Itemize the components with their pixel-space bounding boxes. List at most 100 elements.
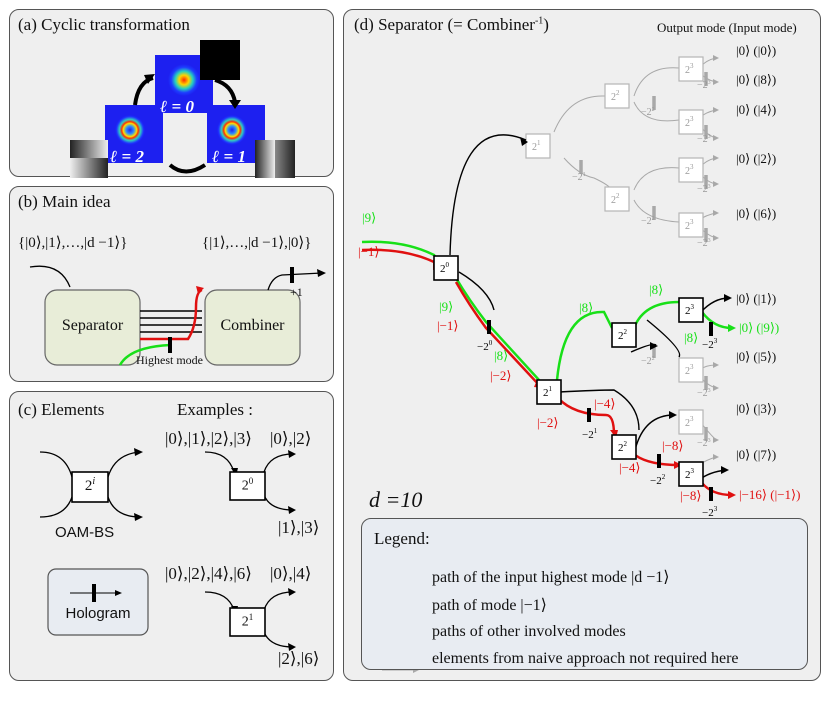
highest-mode-label: Highest mode: [136, 353, 203, 367]
red-label-6: |−8⟩: [662, 438, 684, 453]
panel-d-title: (d) Separator (= Combiner-1): [354, 15, 549, 35]
svg-text:−23: −23: [697, 438, 711, 449]
input-set: {|0⟩,|1⟩,…,|d −1⟩}: [18, 235, 128, 251]
svg-text:21: 21: [543, 385, 553, 399]
output-grey-4: |0⟩ (|6⟩): [736, 206, 777, 221]
green-label-1: |9⟩: [439, 299, 454, 314]
label-l0: ℓ = 0: [160, 97, 194, 116]
example1-output-a: |0⟩,|2⟩: [270, 429, 312, 448]
oam-bs-box: [71, 471, 109, 503]
red-label-5: |−4⟩: [619, 460, 641, 475]
title-sup: -1: [534, 15, 544, 27]
panel-main-idea: (b) Main idea {|0⟩,|1⟩,…,|d −1⟩} {|1⟩,…,…: [9, 186, 334, 382]
svg-text:−23: −23: [702, 337, 718, 351]
green-highest-path: [118, 343, 171, 366]
svg-text:−23: −23: [697, 134, 711, 145]
oam-bs-exp: i: [92, 476, 96, 487]
ex1-base: 2: [241, 478, 249, 494]
svg-text:−22: −22: [650, 473, 666, 487]
example1-input: |0⟩,|1⟩,|2⟩,|3⟩: [165, 429, 252, 448]
output-grey-2: |0⟩ (|4⟩): [736, 102, 777, 117]
output-black-0: |0⟩ (|1⟩): [736, 291, 777, 306]
main-idea-figure: [29, 265, 326, 366]
output-green: |0⟩ (|9⟩): [739, 320, 780, 335]
label-l2: ℓ = 2: [110, 147, 144, 166]
svg-text:22: 22: [618, 328, 628, 342]
legend-item-grey: elements from naive approach not require…: [432, 650, 739, 667]
output-set: {|1⟩,…,|d −1⟩,|0⟩}: [202, 235, 312, 251]
red-label-7: |−8⟩: [680, 488, 702, 503]
panel-b-title: (b) Main idea: [18, 192, 111, 211]
green-label-0: |9⟩: [362, 210, 377, 225]
title-end: ): [543, 15, 549, 34]
svg-text:23: 23: [685, 115, 694, 129]
cyclic-figure: ℓ = 0 ℓ = 2 ℓ = 1: [70, 40, 295, 178]
ex2-exp: 1: [248, 612, 254, 622]
oam-bs-label: 2i: [72, 476, 108, 495]
ex1-exp: 0: [248, 476, 254, 486]
svg-text:−21: −21: [582, 427, 598, 441]
column-header: Output mode (Input mode): [657, 20, 797, 35]
arrow-l0-to-l1: [214, 78, 237, 103]
oam-bs-base: 2: [84, 478, 93, 494]
panel-cyclic-transformation: (a) Cyclic transformation ℓ = 0 ℓ = 2: [9, 9, 334, 178]
example2-output-b: |2⟩,|6⟩: [278, 649, 320, 668]
legend-item-green: path of the input highest mode |d −1⟩: [432, 569, 670, 586]
red-label-1: |−1⟩: [437, 318, 459, 333]
green-label-3: |8⟩: [579, 300, 594, 315]
svg-text:−23: −23: [697, 238, 711, 249]
legend-box: Legend: path of the input highest mode |…: [361, 518, 808, 670]
svg-text:−23: −23: [697, 388, 711, 399]
hologram-box: [47, 568, 149, 636]
example1-box-label: 20: [230, 476, 265, 495]
bs-2-0: [433, 255, 459, 281]
panel-separator: (d) Separator (= Combiner-1) Output mode…: [343, 9, 821, 681]
panel-a-title: (a) Cyclic transformation: [18, 15, 190, 34]
svg-text:23: 23: [685, 62, 694, 76]
svg-text:21: 21: [532, 139, 541, 153]
red-label-2: |−2⟩: [490, 368, 512, 383]
arrow-l1-to-l2: [168, 163, 207, 174]
legend-title: Legend:: [374, 529, 430, 548]
svg-text:22: 22: [611, 192, 620, 206]
svg-text:−22: −22: [641, 107, 655, 118]
svg-text:−20: −20: [477, 339, 493, 353]
combiner-label: Combiner: [220, 317, 285, 334]
svg-text:−21: −21: [572, 172, 586, 183]
svg-text:−22: −22: [641, 216, 655, 227]
d-label: d =10: [369, 487, 423, 512]
example2-output-a: |0⟩,|4⟩: [270, 564, 312, 583]
svg-text:23: 23: [685, 303, 695, 317]
separator-box: [44, 289, 141, 366]
label-l1: ℓ = 1: [212, 147, 246, 166]
green-label-4: |8⟩: [649, 282, 664, 297]
svg-text:−23: −23: [702, 505, 718, 519]
svg-text:23: 23: [685, 415, 694, 429]
legend-item-black: paths of other involved modes: [432, 623, 626, 640]
separator-label: Separator: [61, 317, 124, 334]
bs-2-1: [536, 379, 562, 405]
examples-title: Examples :: [177, 400, 254, 419]
output-grey-3: |0⟩ (|2⟩): [736, 151, 777, 166]
output-grey-1: |0⟩ (|8⟩): [736, 72, 777, 87]
svg-text:23: 23: [685, 163, 694, 177]
example1-output-b: |1⟩,|3⟩: [278, 518, 320, 537]
panel-c-title: (c) Elements: [18, 400, 105, 419]
bs-2-3-a: [678, 297, 704, 323]
bs-2-2-lower: [611, 434, 637, 460]
example2-bs-box: [229, 607, 266, 637]
phase-mask-l0: [200, 40, 240, 80]
svg-text:−23: −23: [697, 184, 711, 195]
svg-text:−23: −23: [697, 80, 711, 91]
svg-text:23: 23: [685, 363, 694, 377]
green-label-5: |8⟩: [684, 330, 699, 345]
svg-text:23: 23: [685, 218, 694, 232]
red-label-0: |−1⟩: [358, 244, 380, 259]
panel-elements: (c) Elements Examples : 2i OAM-BS Hologr…: [9, 391, 334, 681]
example2-input: |0⟩,|2⟩,|4⟩,|6⟩: [165, 564, 252, 583]
output-red: |−16⟩ (|−1⟩): [739, 487, 801, 502]
svg-text:−22: −22: [641, 356, 655, 367]
red-label-3: |−2⟩: [537, 415, 559, 430]
output-black-1: |0⟩ (|5⟩): [736, 349, 777, 364]
bs-2-2-upper: [611, 322, 637, 348]
